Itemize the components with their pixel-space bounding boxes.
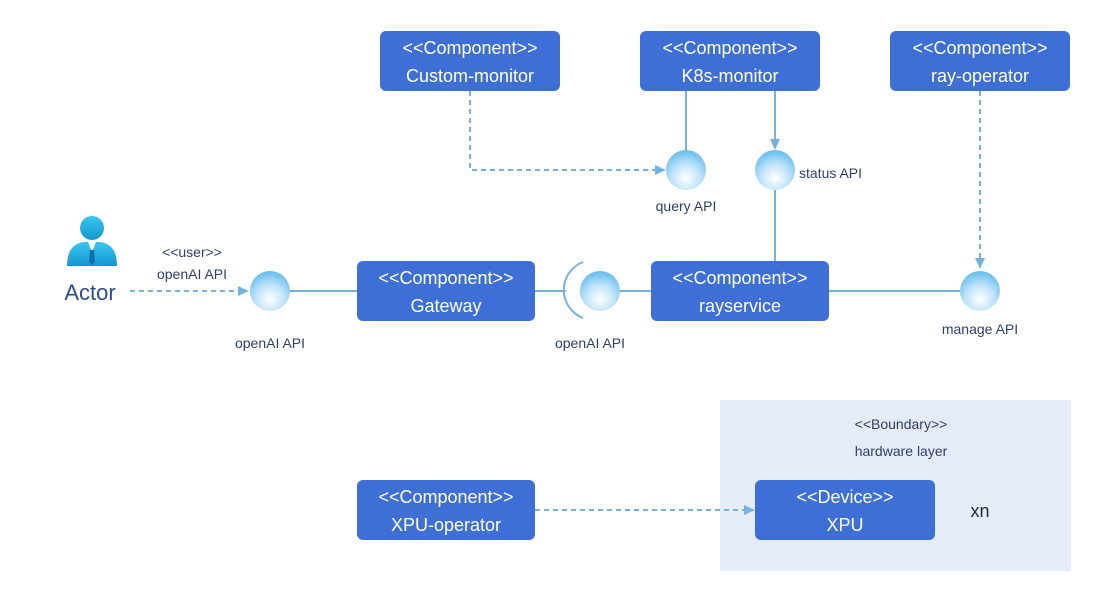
component-gateway[interactable]: <<Component>> Gateway (357, 261, 535, 321)
gateway-openai-api-ball (250, 271, 290, 311)
ray-operator-name: ray-operator (931, 66, 1029, 86)
gateway-stereotype: <<Component>> (378, 268, 513, 288)
k8s-monitor-name: K8s-monitor (681, 66, 778, 86)
rayservice-box[interactable] (651, 261, 829, 321)
xpu-operator-stereotype: <<Component>> (378, 487, 513, 507)
actor[interactable]: Actor (64, 216, 117, 305)
k8s-monitor-stereotype: <<Component>> (662, 38, 797, 58)
xpu-operator-name: XPU-operator (391, 515, 501, 535)
manage-api-arrowhead (975, 258, 985, 269)
component-xpu-operator[interactable]: <<Component>> XPU-operator (357, 480, 535, 540)
component-k8s-monitor[interactable]: <<Component>> K8s-monitor (640, 31, 820, 91)
actor-person-icon (67, 216, 117, 266)
custom-monitor-arrowhead (655, 165, 666, 175)
rayservice-stereotype: <<Component>> (672, 268, 807, 288)
status-api-ball (755, 150, 795, 190)
gateway-name: Gateway (410, 296, 481, 316)
interface-labels: openAI API openAI API query API status A… (235, 165, 1018, 351)
custom-monitor-box[interactable] (380, 31, 560, 91)
custom-monitor-name: Custom-monitor (406, 66, 534, 86)
xpu-arrowhead (744, 505, 755, 515)
interface-balls (250, 150, 1000, 311)
rayservice-openai-api-label: openAI API (555, 335, 625, 351)
actor-arrowhead (238, 286, 249, 296)
gateway-box[interactable] (357, 261, 535, 321)
socket-arc (562, 261, 584, 319)
custom-monitor-to-query-api-line (469, 91, 655, 171)
component-custom-monitor[interactable]: <<Component>> Custom-monitor (380, 31, 560, 91)
status-api-arrowhead (770, 139, 780, 150)
boundary-stereotype: <<Boundary>> (855, 416, 948, 432)
actor-label: Actor (64, 280, 115, 305)
gateway-openai-api-label: openAI API (235, 335, 305, 351)
status-api-label: status API (799, 165, 862, 181)
component-ray-operator[interactable]: <<Component>> ray-operator (890, 31, 1070, 91)
xpu-stereotype: <<Device>> (796, 487, 893, 507)
device-xpu[interactable]: <<Device>> XPU (755, 480, 935, 540)
actor-link-label: openAI API (157, 266, 227, 282)
k8s-monitor-box[interactable] (640, 31, 820, 91)
query-api-label: query API (656, 198, 717, 214)
xpu-name: XPU (826, 515, 863, 535)
manage-api-ball (960, 271, 1000, 311)
custom-monitor-stereotype: <<Component>> (402, 38, 537, 58)
rayservice-openai-api-ball (580, 271, 620, 311)
xpu-box[interactable] (755, 480, 935, 540)
actor-link-stereotype: <<user>> (162, 244, 222, 260)
query-api-ball (666, 150, 706, 190)
boundary-name: hardware layer (855, 443, 948, 459)
connectors (130, 91, 985, 515)
ray-operator-stereotype: <<Component>> (912, 38, 1047, 58)
rayservice-name: rayservice (699, 296, 781, 316)
manage-api-label: manage API (942, 321, 1018, 337)
ray-operator-box[interactable] (890, 31, 1070, 91)
component-rayservice[interactable]: <<Component>> rayservice (651, 261, 829, 321)
xpu-multiplicity: xn (970, 501, 989, 521)
xpu-operator-box[interactable] (357, 480, 535, 540)
